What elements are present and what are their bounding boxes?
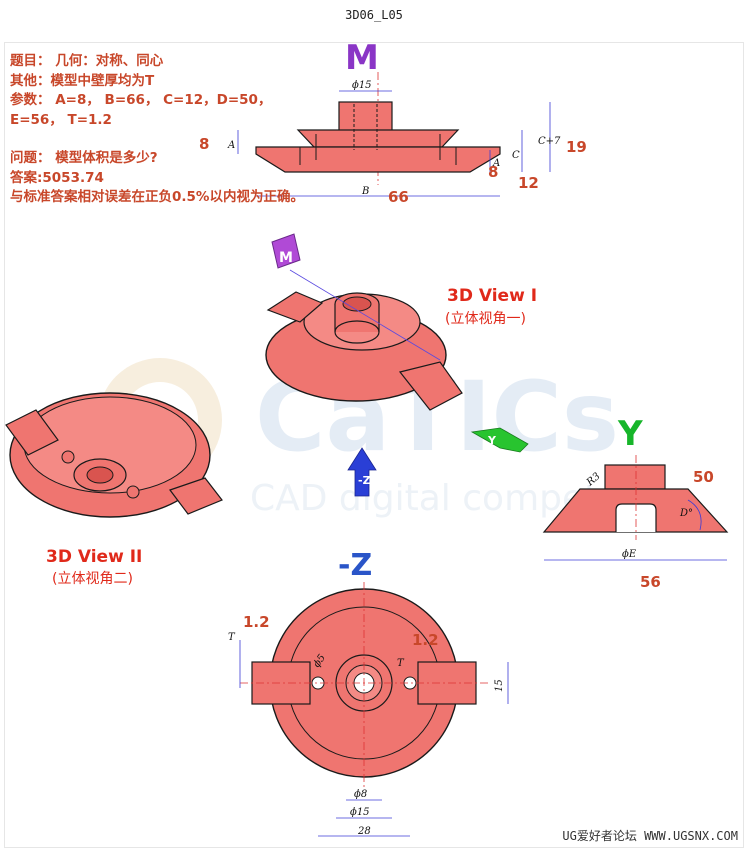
dim-a-front: A — [227, 140, 235, 151]
dim-c7: C+7 — [538, 136, 561, 147]
z-arrow-label: -Z — [358, 474, 371, 487]
front-base — [255, 146, 501, 173]
dim-15-side: 15 — [494, 679, 505, 692]
value-1-2-right: 1.2 — [412, 631, 439, 649]
dim-b: B — [361, 186, 369, 197]
view1-title: 3D View I — [447, 286, 537, 306]
top-view-label: -Z — [338, 548, 372, 583]
problem-note: 与标准答案相对误差在正负0.5%以内视为正确。 — [10, 189, 304, 205]
value-19: 19 — [566, 138, 587, 156]
m-arrow-label: M — [279, 250, 293, 266]
problem-topic: 题目： 几何：对称、同心 — [10, 53, 164, 69]
top-view: -Z T T ϕ5 15 ϕ8 ϕ15 28 1.2 1.2 — [228, 548, 509, 837]
value-56: 56 — [640, 573, 661, 591]
problem-statement: 题目： 几何：对称、同心 其他：模型中壁厚均为T 参数： A=8， B=66， … — [10, 52, 304, 208]
dim-28: 28 — [357, 826, 371, 837]
problem-answer: 答案:5053.74 — [10, 169, 104, 186]
dim-t-right: T — [397, 658, 405, 669]
value-8-right: 8 — [488, 163, 498, 181]
dim-phi15-bottom: ϕ15 — [350, 807, 370, 818]
value-12: 12 — [518, 174, 539, 192]
dim-phie: ϕE — [622, 549, 637, 560]
front-view: M ϕ15 A B A C C+7 8 8 66 12 19 — [199, 38, 587, 206]
view2-title: 3D View II — [46, 547, 142, 567]
dim-phi8: ϕ8 — [354, 789, 367, 800]
dim-t-left: T — [228, 632, 236, 643]
value-50: 50 — [693, 468, 714, 486]
view1-subtitle: (立体视角一) — [445, 311, 526, 327]
front-flange — [296, 129, 460, 148]
z-arrow: -Z — [347, 447, 377, 497]
problem-question: 问题： 模型体积是多少? — [10, 150, 158, 166]
problem-other: 其他：模型中壁厚均为T — [10, 72, 155, 89]
y-arrow-label: Y — [487, 434, 497, 447]
3d-view-1: M 3D View I (立体视角一) — [265, 233, 537, 411]
value-8-left: 8 — [199, 135, 209, 153]
value-66: 66 — [388, 188, 409, 206]
3d-view-2: 3D View II (立体视角二) — [5, 392, 223, 587]
view2-subtitle: (立体视角二) — [52, 571, 133, 587]
page-title: 3D06_L05 — [345, 8, 403, 22]
dim-d: D° — [679, 508, 693, 519]
front-view-label: M — [345, 38, 379, 78]
side-view-label: Y — [617, 414, 643, 454]
problem-params-2: E=56， T=1.2 — [10, 111, 112, 128]
dim-a-right: A — [492, 158, 500, 169]
y-arrow: Y — [470, 427, 529, 453]
front-hub — [338, 101, 393, 133]
problem-params-1: 参数： A=8， B=66， C=12，D=50， — [10, 92, 272, 108]
dim-phi15-top: ϕ15 — [352, 80, 372, 91]
footer-credit: UG爱好者论坛 WWW.UGSNX.COM — [562, 829, 738, 843]
value-1-2-left: 1.2 — [243, 613, 270, 631]
m-arrow-marker — [271, 233, 301, 269]
dim-c: C — [512, 150, 520, 161]
drawing-frame — [4, 42, 744, 848]
